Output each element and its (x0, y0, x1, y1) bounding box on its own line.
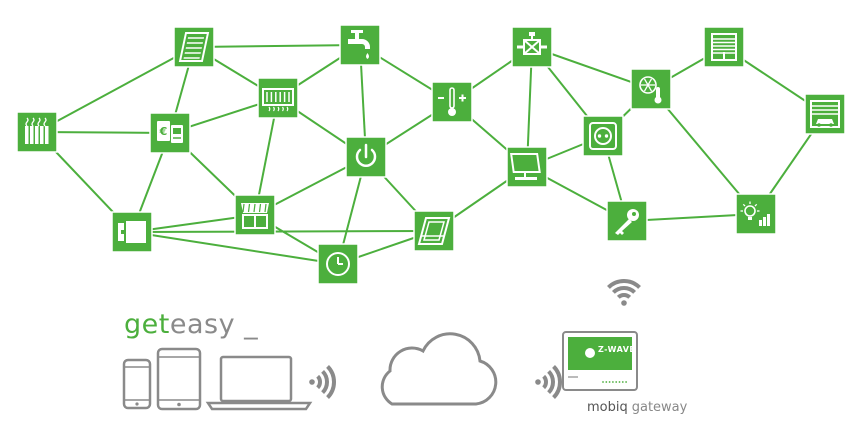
svg-text:€: € (159, 125, 168, 138)
door-lock-icon (118, 221, 146, 243)
gateway-icon (562, 331, 638, 391)
roller-shutter-icon (711, 33, 737, 61)
wall-socket-icon (589, 122, 617, 150)
device-nodes: € (16, 24, 846, 285)
meter-cards-icon: € (157, 121, 183, 143)
wifi-signal-icon (535, 365, 562, 399)
node-clock[interactable] (317, 243, 359, 285)
link-radiator-meter-cards (36, 131, 171, 134)
heater-panel-icon (262, 88, 294, 112)
node-socket[interactable] (582, 115, 624, 157)
laptop-icon (205, 355, 313, 411)
awning-icon (241, 203, 269, 229)
node-thermostat[interactable] (431, 81, 473, 123)
link-fan-thermo-light-dim (650, 88, 757, 215)
logo-part-get: get (124, 309, 170, 340)
skylight-window-icon (417, 217, 451, 245)
node-skylight[interactable] (413, 210, 455, 252)
wifi-signal-icon (607, 279, 641, 306)
logo-part-easy: easy _ (169, 309, 259, 340)
node-monitor[interactable] (506, 146, 548, 188)
power-icon (355, 143, 377, 167)
clock-icon (326, 252, 350, 276)
zwave-logo-text: Z-WAVE (598, 345, 636, 354)
node-radiator[interactable] (16, 111, 58, 153)
node-shutter[interactable] (703, 26, 745, 68)
node-fan-thermo[interactable] (630, 68, 672, 110)
node-light-dim[interactable] (735, 193, 777, 235)
garage-door-icon (810, 100, 840, 128)
node-heater-panel[interactable] (257, 77, 299, 119)
node-power[interactable] (345, 136, 387, 178)
thermostat-icon (438, 87, 466, 116)
window-blind-icon (178, 32, 210, 62)
faucet-icon (348, 30, 370, 59)
node-garage[interactable] (804, 93, 846, 135)
link-window-blind-faucet (193, 44, 361, 48)
gateway-caption-label: gateway (631, 400, 688, 415)
node-key[interactable] (606, 200, 648, 242)
link-key-light-dim (626, 213, 757, 222)
gateway-caption-brand: mobiq (587, 400, 628, 415)
node-door-lock[interactable] (111, 211, 153, 253)
key-icon (615, 209, 639, 235)
cloud-icon (380, 332, 498, 406)
wifi-signal-icon (309, 365, 336, 399)
geteasy-logo: geteasy _ (124, 309, 258, 340)
node-faucet[interactable] (339, 24, 381, 66)
node-meter-cards[interactable]: € (149, 112, 191, 154)
radiator-icon (25, 117, 49, 144)
link-door-lock-clock (131, 231, 339, 265)
smartphone-icon (122, 358, 152, 410)
monitor-icon (510, 153, 541, 180)
link-door-lock-skylight (131, 230, 435, 233)
node-window-blind[interactable] (173, 26, 215, 68)
light-dimmer-icon (740, 201, 770, 226)
node-awning[interactable] (234, 194, 276, 236)
link-radiator-window-blind (36, 46, 195, 133)
tablet-icon (156, 347, 202, 411)
bottom-section (122, 279, 641, 411)
node-valve[interactable] (511, 26, 553, 68)
fan-thermometer-icon (639, 76, 662, 104)
valve-icon (517, 32, 547, 55)
